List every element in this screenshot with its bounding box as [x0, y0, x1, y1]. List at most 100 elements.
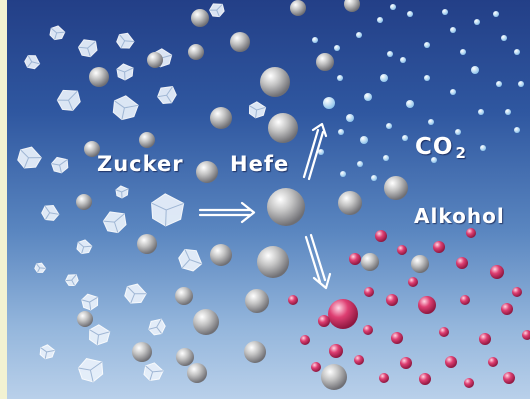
alcohol-molecule [391, 332, 403, 344]
yeast-cell [260, 67, 290, 97]
yeast-cell [411, 255, 429, 273]
co2-bubble [380, 74, 388, 82]
yeast-cell [187, 363, 207, 383]
yeast-cell [132, 342, 152, 362]
sugar-crystal [56, 89, 81, 111]
arrow-to-co2 [302, 122, 328, 181]
diagram-canvas [17, 0, 530, 390]
co2-bubble [450, 89, 456, 95]
alcohol-molecule [318, 315, 330, 327]
alcohol-molecule [400, 357, 412, 369]
co2-bubble [340, 171, 346, 177]
co2-bubble [471, 66, 479, 74]
co2-bubble [318, 149, 324, 155]
co2-bubble [338, 129, 344, 135]
yeast-cell [89, 67, 109, 87]
reaction-arrows [198, 122, 332, 290]
co2-bubble [323, 97, 335, 109]
yeast-cell [188, 44, 204, 60]
yeast-cell [76, 194, 92, 210]
alcohol-molecule [418, 296, 436, 314]
alcohol-molecule [386, 294, 398, 306]
co2-bubble [400, 57, 406, 63]
yeast-cell [338, 191, 362, 215]
co2-bubble [407, 11, 413, 17]
alcohol-molecule [522, 330, 530, 340]
alcohol-molecule [379, 373, 389, 383]
yeast-cell [210, 244, 232, 266]
co2-bubble [514, 127, 520, 133]
alcohol-molecule [354, 355, 364, 365]
sugar-crystal [151, 193, 185, 227]
yeast-cell [268, 113, 298, 143]
alcohol-molecule [375, 230, 387, 242]
co2-bubble [431, 157, 437, 163]
alcohol-molecule [300, 335, 310, 345]
alcohol-molecule [419, 373, 431, 385]
co2-bubble [501, 35, 507, 41]
yeast-cell [316, 53, 334, 71]
sugar-crystal [116, 63, 134, 81]
co2-bubble [428, 119, 434, 125]
sugar-crystal [77, 39, 98, 58]
co2-bubble [474, 19, 480, 25]
alcohol-molecule [466, 228, 476, 238]
sugar-crystal [17, 146, 42, 169]
yeast-cell [191, 9, 209, 27]
sugar-crystal [116, 32, 135, 49]
sugar-crystals [17, 3, 267, 383]
co2-bubble [505, 109, 511, 115]
yeast-cell [267, 188, 305, 226]
sugar-crystal [81, 293, 99, 311]
yeast-cells [76, 0, 429, 390]
sugar-crystal [124, 283, 147, 304]
co2-bubble [360, 136, 368, 144]
yeast-cell [193, 309, 219, 335]
co2-bubble [480, 145, 486, 151]
arrow-sugar-to-yeast [198, 201, 256, 224]
alcohol-molecule [501, 303, 513, 315]
alcohol-molecule [456, 257, 468, 269]
co2-bubble [371, 175, 377, 181]
sugar-crystal [34, 262, 47, 273]
alcohol-molecule [408, 277, 418, 287]
co2-bubble [450, 27, 456, 33]
sugar-crystal [41, 205, 60, 221]
co2-bubble [406, 100, 414, 108]
co2-bubble [387, 51, 393, 57]
alcohol-molecule [311, 362, 321, 372]
yeast-cell [137, 234, 157, 254]
yeast-label: Hefe [230, 152, 290, 176]
co2-bubble [518, 81, 524, 87]
sugar-crystal [76, 239, 93, 255]
alcohol-molecule [445, 356, 457, 368]
sugar-crystal [39, 344, 56, 360]
sugar-label: Zucker [97, 152, 184, 176]
co2-bubble [402, 135, 408, 141]
co2-bubble [364, 93, 372, 101]
sugar-crystal [51, 156, 69, 174]
alcohol-molecule [288, 295, 298, 305]
co2-bubble [442, 9, 448, 15]
alcohol-molecule [460, 295, 470, 305]
co2-bubble [493, 11, 499, 17]
yeast-cell [175, 287, 193, 305]
co2-bubble [390, 4, 396, 10]
alcohol-molecule [329, 344, 343, 358]
alcohol-molecule [363, 325, 373, 335]
yeast-cell [176, 348, 194, 366]
yeast-cell [139, 132, 155, 148]
sugar-crystal [102, 211, 127, 234]
co2-bubble [312, 37, 318, 43]
co2-bubble [334, 45, 340, 51]
alcohol-molecule [512, 287, 522, 297]
co2-bubble [377, 17, 383, 23]
co2-label-subscript: 2 [455, 144, 467, 162]
yeast-cell [344, 0, 360, 12]
alcohol-molecule [464, 378, 474, 388]
co2-bubble [357, 161, 363, 167]
alcohol-molecule [364, 287, 374, 297]
yeast-cell [257, 246, 289, 278]
